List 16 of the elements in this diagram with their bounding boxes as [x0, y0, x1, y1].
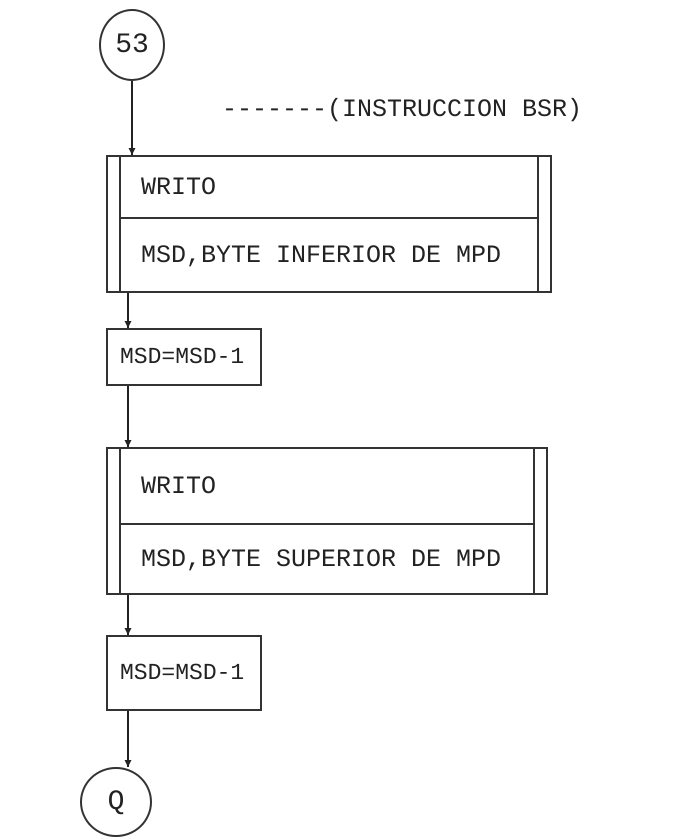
annotation-text: -------(INSTRUCCION BSR): [222, 95, 582, 124]
connector-circle: 53: [99, 9, 165, 81]
subroutine-box: [106, 447, 548, 595]
arrow: [124, 711, 132, 767]
subroutine-name: WRITO: [119, 449, 535, 523]
arrow: [124, 595, 132, 635]
connector-circle: Q: [80, 767, 152, 837]
arrow: [128, 81, 136, 155]
process-box: MSD=MSD-1: [106, 328, 262, 386]
subroutine-box: [106, 155, 552, 293]
arrow: [124, 386, 132, 447]
process-box: MSD=MSD-1: [106, 635, 262, 711]
subroutine-name: WRITO: [119, 157, 539, 217]
subroutine-arguments: MSD,BYTE INFERIOR DE MPD: [119, 217, 539, 291]
subroutine-arguments: MSD,BYTE SUPERIOR DE MPD: [119, 523, 535, 593]
arrow: [124, 293, 132, 328]
